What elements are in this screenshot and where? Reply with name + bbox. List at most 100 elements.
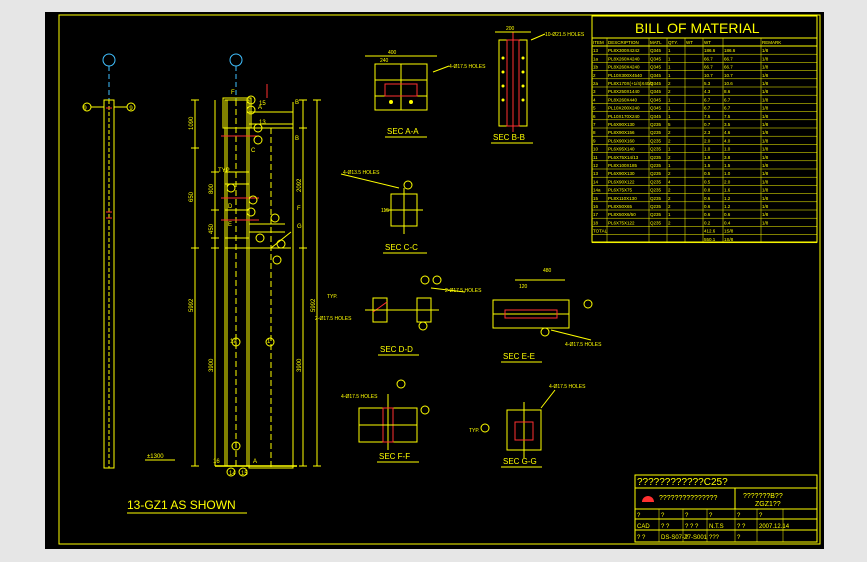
bubble-9-right-text: 9 [129,106,133,112]
bom-cell: 2 [668,81,671,86]
sec-f-f-note: 4-Ø17.5 HOLES [341,394,378,400]
elev-left-label: ±1300 [147,454,164,460]
bom-cell: 4.6 [724,130,731,135]
elev-label-b: B [295,100,299,106]
sec-b-b-note: 10-Ø21.5 HOLES [545,32,585,38]
bom-cell: 7.5 [704,114,711,119]
bom-cell: 0.5 [704,179,711,184]
bom-cell: 66.7 [724,65,733,70]
bom-cell: 1/8 [762,97,769,102]
sec-a-a-note: 4-Ø17.5 HOLES [449,64,486,70]
bom-cell: PL8X260X440 [608,97,638,102]
elev-label-16: 16 [213,459,220,465]
bom-cell: 1 [668,163,671,168]
sec-e-e-dim-120: 120 [519,284,528,290]
sec-g-g-title: SEC G-G [503,457,537,466]
bom-cell: PL8X300X4242 [608,48,640,53]
elev-label-1a: 1a [230,339,237,345]
dim-800: 800 [209,183,215,194]
bom-cell: 1/8 [762,204,769,209]
drawing-frame [58,14,821,545]
bom-cell: 1 [668,65,671,70]
bom-cell: 1 [668,114,671,119]
section-f-f [358,379,430,450]
elev-label-15: 15 [259,101,266,107]
bom-cell: 186.6 [704,48,716,53]
elev-label-g: G [297,224,302,230]
bom-cell: TOTAL [593,229,608,234]
left-column-elevation [82,53,175,469]
bom-cell: 4.0 [724,138,731,143]
elev-label-c: C [251,148,256,154]
title-block-cell: ? [661,513,665,519]
bom-cell: 3 [593,89,596,94]
bom-cell: 13 [593,171,599,176]
bom-cell: 6.7 [704,106,711,111]
bom-header-cell: DESCRIPTION [608,40,639,45]
title-block-cell: ? ? [661,524,670,530]
bom-cell: 6 [593,114,596,119]
bom-cell: 1 [668,147,671,152]
bom-cell: Q345 [650,56,662,61]
bom-cell: 15 [593,196,599,201]
bom-cell: 17 [593,212,599,217]
main-title: ????????????C25? [637,477,728,488]
bom-cell: 2.3 [704,130,711,135]
bom-cell: 1.9 [704,155,711,160]
bom-cell: 8.6 [724,89,731,94]
bom-cell: 4 [593,97,596,102]
bom-cell: 1/8 [762,130,769,135]
bom-cell: 1S/8 [724,229,734,234]
title-block-cell: DS-S07-Z7-S001 [661,535,708,541]
sec-d-d-typ: TYP. [327,294,337,300]
bom-cell: PL8X90X156 [608,130,635,135]
bom-cell: Q235 [650,220,662,225]
bom-cell: 1/8 [762,73,769,78]
bom-cell: 66.7 [704,65,713,70]
bom-cell: 0.8 [704,188,711,193]
bom-cell: Q345 [650,73,662,78]
section-d-d [365,275,466,331]
bom-cell: 2.0 [724,179,731,184]
main-elevation-bubbles [226,95,286,477]
grid-label-f: F [231,90,235,96]
sec-a-a-dim-240: 240 [380,58,389,64]
bom-cell: 2 [668,204,671,209]
bom-cell: PL8X250X1440 [608,89,640,94]
dim-450: 450 [209,223,215,234]
section-a-a [365,55,450,111]
bom-cell: 1.5 [724,163,731,168]
elev-label-1: 1 [267,339,271,345]
title-block-cell: CAD [637,524,650,530]
sec-c-c-note: 4-Ø13.5 HOLES [343,170,380,176]
bom-cell: Q235 [650,171,662,176]
bom-cell: 13 [593,48,599,53]
bom-cell: 1.6 [724,188,731,193]
bom-cell: 0.4 [724,220,731,225]
bom-header-cell: QTY. [668,40,678,45]
bom-cell: 1/8 [762,147,769,152]
bom-cell: 1a [593,56,599,61]
bom-cell: 0.6 [704,204,711,209]
bom-cell: PL6X90X130 [608,171,635,176]
section-g-g [480,389,556,458]
elevation-title: 13-GZ1 AS SHOWN [127,498,236,512]
bom-cell: 66.7 [704,56,713,61]
bom-cell: 1/8 [762,196,769,201]
sec-b-b-title: SEC B-B [493,133,525,142]
title-block-cell: ? [685,535,689,541]
bom-cell: Q235 [650,138,662,143]
bom-cell: 9 [593,138,596,143]
elev-label-typ: TYP. [218,168,231,174]
